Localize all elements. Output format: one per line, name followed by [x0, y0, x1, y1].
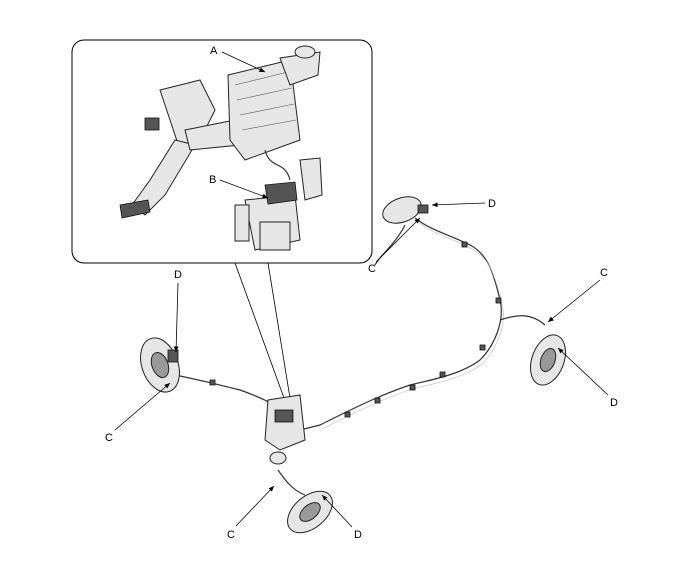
label-c-rear-left: C	[227, 529, 235, 541]
label-c-front-left: C	[105, 432, 113, 444]
brake-booster-unit	[227, 45, 323, 201]
hydraulic-unit	[264, 394, 306, 465]
brake-disc-front-right	[382, 196, 429, 224]
brake-lines	[174, 217, 546, 496]
label-d-rear-right: D	[610, 397, 618, 409]
brake-disc-rear-right	[530, 334, 566, 386]
brake-disc-rear-left	[287, 490, 333, 534]
label-d-front-right: D	[488, 198, 496, 210]
label-c-rear-right: C	[600, 267, 608, 279]
abs-module-inset	[234, 181, 301, 251]
brake-disc-front-left	[140, 337, 180, 393]
label-d-rear-left: D	[354, 529, 362, 541]
brake-pedal-assembly	[119, 79, 241, 219]
pipe-clips	[209, 241, 502, 418]
inset-detail-box	[71, 39, 373, 399]
label-c-front-right: C	[368, 263, 376, 275]
label-d-front-left: D	[174, 269, 182, 281]
label-b: B	[209, 174, 216, 186]
leader-arrows	[114, 51, 609, 528]
label-a: A	[210, 45, 218, 57]
